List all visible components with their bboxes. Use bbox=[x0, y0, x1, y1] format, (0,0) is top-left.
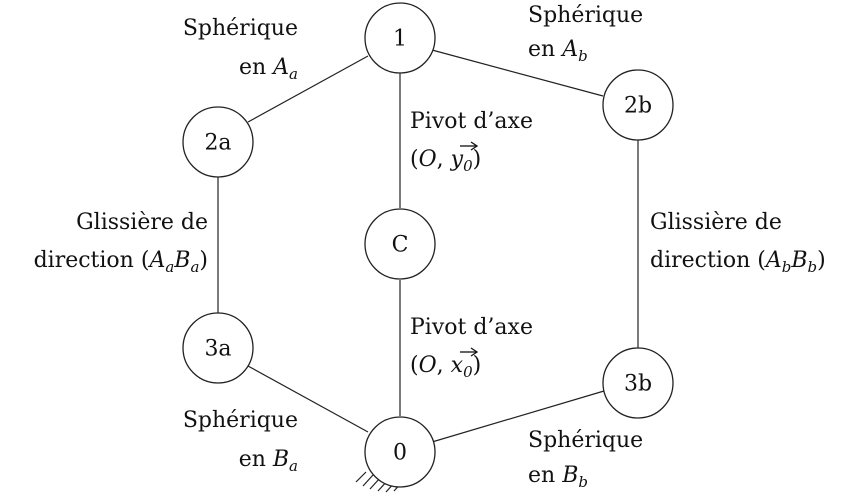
edge-3a-0 bbox=[247, 365, 369, 433]
glissiere-b-line2: direction (AbBb) bbox=[650, 248, 826, 276]
node-0-label: 0 bbox=[393, 441, 407, 466]
pivot-y0-line2: (O, y0) bbox=[410, 147, 481, 175]
vector-arrow-icon bbox=[460, 347, 479, 357]
spherique-Bb-line1: Sphérique bbox=[528, 428, 643, 453]
pivot-y0-line1: Pivot d’axe bbox=[410, 109, 533, 134]
node-1: 1 bbox=[364, 2, 436, 74]
node-3a-label: 3a bbox=[204, 337, 231, 362]
vector-arrow-icon bbox=[460, 141, 479, 151]
joint-label-spherique-Aa: Sphérique en Aa bbox=[183, 16, 298, 83]
joint-label-spherique-Ba: Sphérique en Ba bbox=[183, 408, 298, 475]
joint-label-pivot-y0: Pivot d’axe (O, y0) bbox=[410, 109, 533, 175]
node-1-label: 1 bbox=[393, 27, 407, 52]
node-2b: 2b bbox=[602, 69, 674, 141]
node-2a-label: 2a bbox=[204, 131, 231, 156]
pivot-x0-line2: (O, x0) bbox=[410, 353, 481, 381]
node-3a: 3a bbox=[182, 312, 254, 384]
spherique-Aa-line2: en Aa bbox=[239, 55, 298, 83]
node-3b: 3b bbox=[602, 347, 674, 419]
glissiere-b-line1: Glissière de bbox=[650, 210, 782, 235]
pivot-x0-line1: Pivot d’axe bbox=[410, 315, 533, 340]
spherique-Ba-line1: Sphérique bbox=[183, 408, 298, 433]
spherique-Ab-line2: en Ab bbox=[528, 37, 588, 65]
node-2a: 2a bbox=[182, 106, 254, 178]
joint-label-spherique-Ab: Sphérique en Ab bbox=[528, 3, 643, 65]
node-2b-label: 2b bbox=[624, 94, 652, 119]
spherique-Ab-line1: Sphérique bbox=[528, 3, 643, 28]
glissiere-a-line1: Glissière de bbox=[76, 210, 208, 235]
joint-label-spherique-Bb: Sphérique en Bb bbox=[528, 428, 643, 491]
node-3b-label: 3b bbox=[624, 372, 652, 397]
edge-1-2a bbox=[247, 55, 369, 123]
joint-label-glissiere-b: Glissière de direction (AbBb) bbox=[650, 210, 826, 276]
node-C: C bbox=[364, 208, 436, 280]
joint-label-glissiere-a: Glissière de direction (AaBa) bbox=[34, 210, 208, 276]
glissiere-a-line2: direction (AaBa) bbox=[34, 248, 208, 276]
joint-label-pivot-x0: Pivot d’axe (O, x0) bbox=[410, 315, 533, 381]
edge-3b-0 bbox=[431, 390, 605, 443]
node-C-label: C bbox=[392, 233, 409, 258]
spherique-Aa-line1: Sphérique bbox=[183, 16, 298, 41]
spherique-Bb-line2: en Bb bbox=[528, 463, 588, 491]
node-0: 0 bbox=[364, 416, 436, 488]
edge-1-2b bbox=[431, 49, 604, 97]
spherique-Ba-line2: en Ba bbox=[239, 447, 298, 475]
